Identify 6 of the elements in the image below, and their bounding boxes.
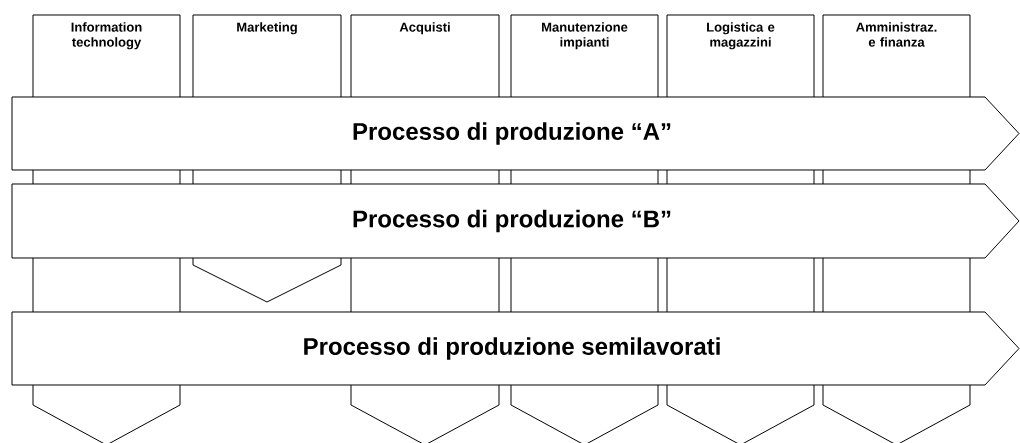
department-column-header: Logistica e magazzini <box>666 14 815 98</box>
department-column-header: Amministraz. e finanza <box>822 14 971 98</box>
department-column-header: Information technology <box>32 14 181 98</box>
department-column-header: Acquisti <box>350 14 500 98</box>
department-column-header: Marketing <box>192 14 342 98</box>
department-column-header: Manutenzione impianti <box>510 14 659 98</box>
